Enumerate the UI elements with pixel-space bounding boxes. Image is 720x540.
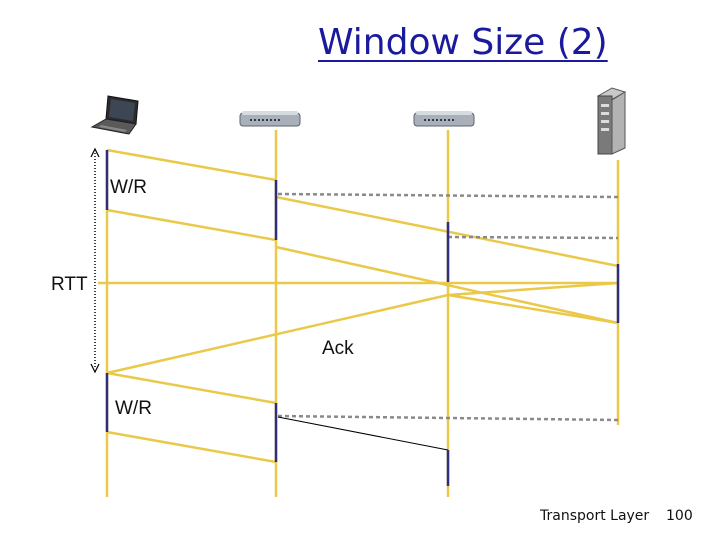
ack-line — [106, 293, 449, 375]
packet-line — [106, 371, 277, 405]
server-icon — [596, 87, 627, 155]
packet-lines — [106, 148, 619, 464]
label-ack: Ack — [322, 338, 354, 359]
footer-page-number: 100 — [666, 508, 693, 524]
footer-section: Transport Layer — [540, 508, 650, 524]
ack-line — [447, 281, 619, 297]
dashed-line — [277, 192, 619, 199]
page-title: Window Size (2) — [318, 22, 608, 63]
link-line — [277, 416, 449, 451]
packet-line — [106, 208, 277, 242]
packet-line — [106, 430, 277, 464]
packet-bars — [105, 150, 620, 486]
laptop-icon — [90, 95, 139, 135]
dashed-lines — [277, 192, 619, 422]
rtt-arrow — [90, 147, 100, 374]
dashed-line — [277, 414, 619, 422]
dashed-line — [447, 235, 619, 240]
label-wr-top: W/R — [110, 177, 147, 198]
router-icon — [239, 111, 301, 127]
packet-line — [447, 293, 619, 325]
label-rtt: RTT — [51, 274, 88, 295]
label-wr-bottom: W/R — [115, 398, 152, 419]
router-icon — [413, 111, 475, 127]
packet-line — [106, 148, 277, 182]
packet-line — [275, 245, 619, 325]
